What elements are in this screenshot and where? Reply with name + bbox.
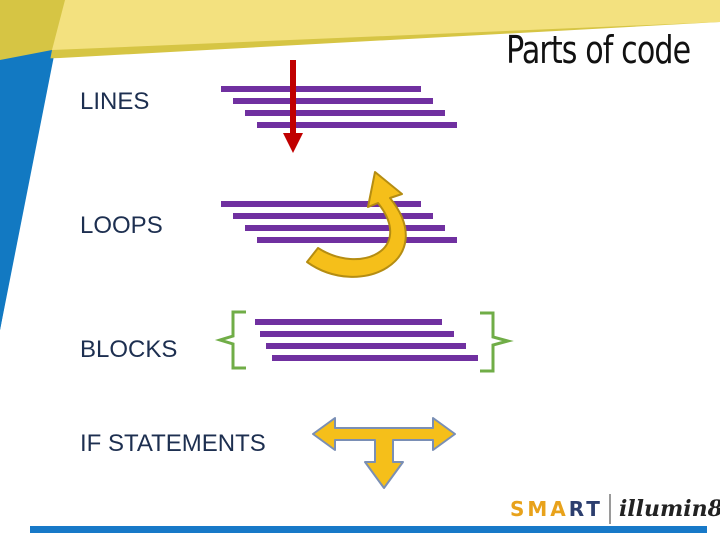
code-line bbox=[233, 213, 433, 219]
down-arrow-icon bbox=[283, 60, 303, 153]
code-line bbox=[221, 86, 421, 92]
code-line bbox=[257, 237, 457, 243]
smart-logo-prefix: SMA bbox=[510, 497, 569, 521]
smart-logo-suffix: RT bbox=[568, 497, 603, 521]
lines-code-lines bbox=[221, 86, 457, 128]
loop-arrow-icon bbox=[306, 171, 407, 278]
branch-arrow-icon bbox=[312, 417, 456, 489]
banner-blue-overlay bbox=[0, 50, 52, 330]
label-blocks: BLOCKS bbox=[80, 336, 178, 363]
left-bracket-icon bbox=[214, 310, 246, 370]
code-line bbox=[260, 331, 454, 337]
code-line bbox=[257, 122, 457, 128]
logo-divider bbox=[608, 494, 611, 524]
smart-logo-text: SMART bbox=[510, 497, 603, 521]
blocks-code-lines bbox=[255, 319, 478, 361]
banner-light-yellow-stripe bbox=[52, 0, 720, 50]
code-line bbox=[245, 225, 445, 231]
code-line bbox=[266, 343, 466, 349]
loops-code-lines bbox=[221, 201, 457, 243]
label-loops: LOOPS bbox=[80, 212, 163, 239]
label-lines: LINES bbox=[80, 88, 150, 115]
smart-illumin8-logo: SMART illumin8 bbox=[510, 494, 720, 524]
code-line bbox=[272, 355, 478, 361]
illumin8-logo-text: illumin8 bbox=[618, 496, 720, 522]
label-if-statements: IF STATEMENTS bbox=[80, 430, 266, 457]
bottom-bar bbox=[30, 526, 707, 533]
code-line bbox=[245, 110, 445, 116]
code-line bbox=[221, 201, 421, 207]
code-line bbox=[255, 319, 442, 325]
page-title: Parts of code bbox=[505, 28, 691, 72]
code-line bbox=[233, 98, 433, 104]
right-bracket-icon bbox=[480, 311, 514, 373]
